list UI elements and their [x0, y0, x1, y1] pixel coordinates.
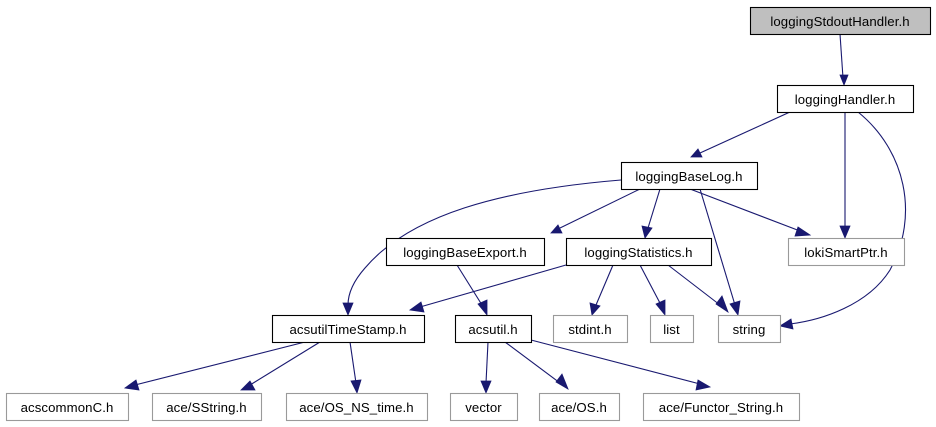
- dependency-edge: [456, 264, 488, 317]
- dependency-edge: [641, 188, 661, 239]
- graph-node-vector[interactable]: vector: [449, 392, 519, 422]
- arrowhead-icon: [839, 225, 851, 240]
- node-label: stdint.h: [568, 322, 611, 337]
- arrowhead-icon: [480, 380, 492, 395]
- dependency-edge: [123, 341, 306, 391]
- arrowhead-icon: [655, 299, 666, 317]
- graph-node-acsutilTimeStamp[interactable]: acsutilTimeStamp.h: [271, 314, 426, 344]
- graph-node-acscommonC[interactable]: acscommonC.h: [5, 392, 130, 422]
- node-label: lokiSmartPtr.h: [804, 245, 887, 260]
- graph-node-aceFunctorString[interactable]: ace/Functor_String.h: [642, 392, 801, 422]
- node-label: ace/OS.h: [551, 400, 607, 415]
- node-label: list: [663, 322, 680, 337]
- arrowhead-icon: [550, 224, 563, 234]
- node-label: acscommonC.h: [21, 400, 114, 415]
- node-label: string: [733, 322, 766, 337]
- dependency-edge: [504, 341, 569, 390]
- dependency-edge: [778, 111, 907, 330]
- graph-node-loggingStdoutHandler[interactable]: loggingStdoutHandler.h: [749, 6, 932, 36]
- node-box[interactable]: [271, 314, 426, 344]
- node-label: loggingStatistics.h: [584, 245, 692, 260]
- arrowhead-icon: [477, 299, 488, 317]
- node-label: loggingBaseLog.h: [635, 169, 742, 184]
- node-label: acsutil.h: [468, 322, 517, 337]
- node-box[interactable]: [538, 392, 621, 422]
- arrowhead-icon: [408, 301, 425, 313]
- dependency-edge: [839, 33, 849, 87]
- node-label: vector: [465, 400, 502, 415]
- graph-node-aceOS[interactable]: ace/OS.h: [538, 392, 621, 422]
- dependency-edge: [589, 264, 614, 316]
- node-label: ace/Functor_String.h: [659, 400, 783, 415]
- graph-node-loggingStatistics[interactable]: loggingStatistics.h: [565, 237, 713, 267]
- node-label: ace/OS_NS_time.h: [299, 400, 413, 415]
- node-box[interactable]: [620, 161, 759, 191]
- dependency-edge: [550, 188, 641, 234]
- dependency-edge: [667, 264, 729, 314]
- arrowhead-icon: [715, 295, 729, 314]
- node-box[interactable]: [565, 237, 713, 267]
- node-box[interactable]: [776, 84, 915, 114]
- node-box[interactable]: [285, 392, 429, 422]
- node-box[interactable]: [385, 237, 546, 267]
- dependency-edge: [690, 111, 791, 158]
- dependency-edge: [639, 264, 666, 317]
- node-box[interactable]: [717, 314, 782, 344]
- graph-node-string[interactable]: string: [717, 314, 782, 344]
- node-label: loggingStdoutHandler.h: [770, 14, 909, 29]
- node-label: loggingBaseExport.h: [403, 245, 527, 260]
- node-box[interactable]: [787, 237, 906, 267]
- dependency-edge: [480, 341, 492, 395]
- node-box[interactable]: [151, 392, 263, 422]
- arrowhead-icon: [342, 302, 354, 317]
- node-box[interactable]: [5, 392, 130, 422]
- node-label: acsutilTimeStamp.h: [289, 322, 406, 337]
- arrowhead-icon: [695, 379, 712, 391]
- graph-node-loggingBaseExport[interactable]: loggingBaseExport.h: [385, 237, 546, 267]
- arrowhead-icon: [690, 148, 703, 158]
- arrowhead-icon: [778, 318, 794, 330]
- dependency-edge: [349, 341, 362, 395]
- graph-node-loggingBaseLog[interactable]: loggingBaseLog.h: [620, 161, 759, 191]
- dependency-edge: [240, 341, 321, 391]
- node-box[interactable]: [642, 392, 801, 422]
- node-label: loggingHandler.h: [795, 92, 896, 107]
- arrowhead-icon: [123, 379, 140, 391]
- arrowhead-icon: [839, 74, 849, 87]
- arrowhead-icon: [794, 226, 812, 237]
- graph-node-stdint[interactable]: stdint.h: [552, 314, 629, 344]
- node-box[interactable]: [649, 314, 695, 344]
- node-box[interactable]: [749, 6, 932, 36]
- node-box[interactable]: [449, 392, 519, 422]
- node-box[interactable]: [552, 314, 629, 344]
- arrowhead-icon: [641, 225, 653, 239]
- arrowhead-icon: [350, 379, 362, 395]
- arrowhead-icon: [555, 373, 569, 390]
- arrowhead-icon: [729, 300, 741, 317]
- graph-node-lokiSmartPtr[interactable]: lokiSmartPtr.h: [787, 237, 906, 267]
- graph-node-loggingHandler[interactable]: loggingHandler.h: [776, 84, 915, 114]
- arrowhead-icon: [589, 302, 601, 316]
- node-label: ace/SString.h: [166, 400, 246, 415]
- node-box[interactable]: [454, 314, 533, 344]
- arrowhead-icon: [240, 380, 256, 391]
- graph-node-acsutil[interactable]: acsutil.h: [454, 314, 533, 344]
- graph-node-aceOSNStime[interactable]: ace/OS_NS_time.h: [285, 392, 429, 422]
- graph-node-aceSString[interactable]: ace/SString.h: [151, 392, 263, 422]
- dependency-edge: [699, 188, 741, 317]
- dependency-edge: [530, 339, 712, 391]
- node-layer: loggingStdoutHandler.h loggingHandler.h lo…: [5, 6, 932, 422]
- edge-layer: [123, 33, 907, 395]
- dependency-edge: [839, 112, 851, 240]
- dependency-edge: [689, 188, 812, 237]
- graph-node-list[interactable]: list: [649, 314, 695, 344]
- dependency-edge: [408, 264, 567, 313]
